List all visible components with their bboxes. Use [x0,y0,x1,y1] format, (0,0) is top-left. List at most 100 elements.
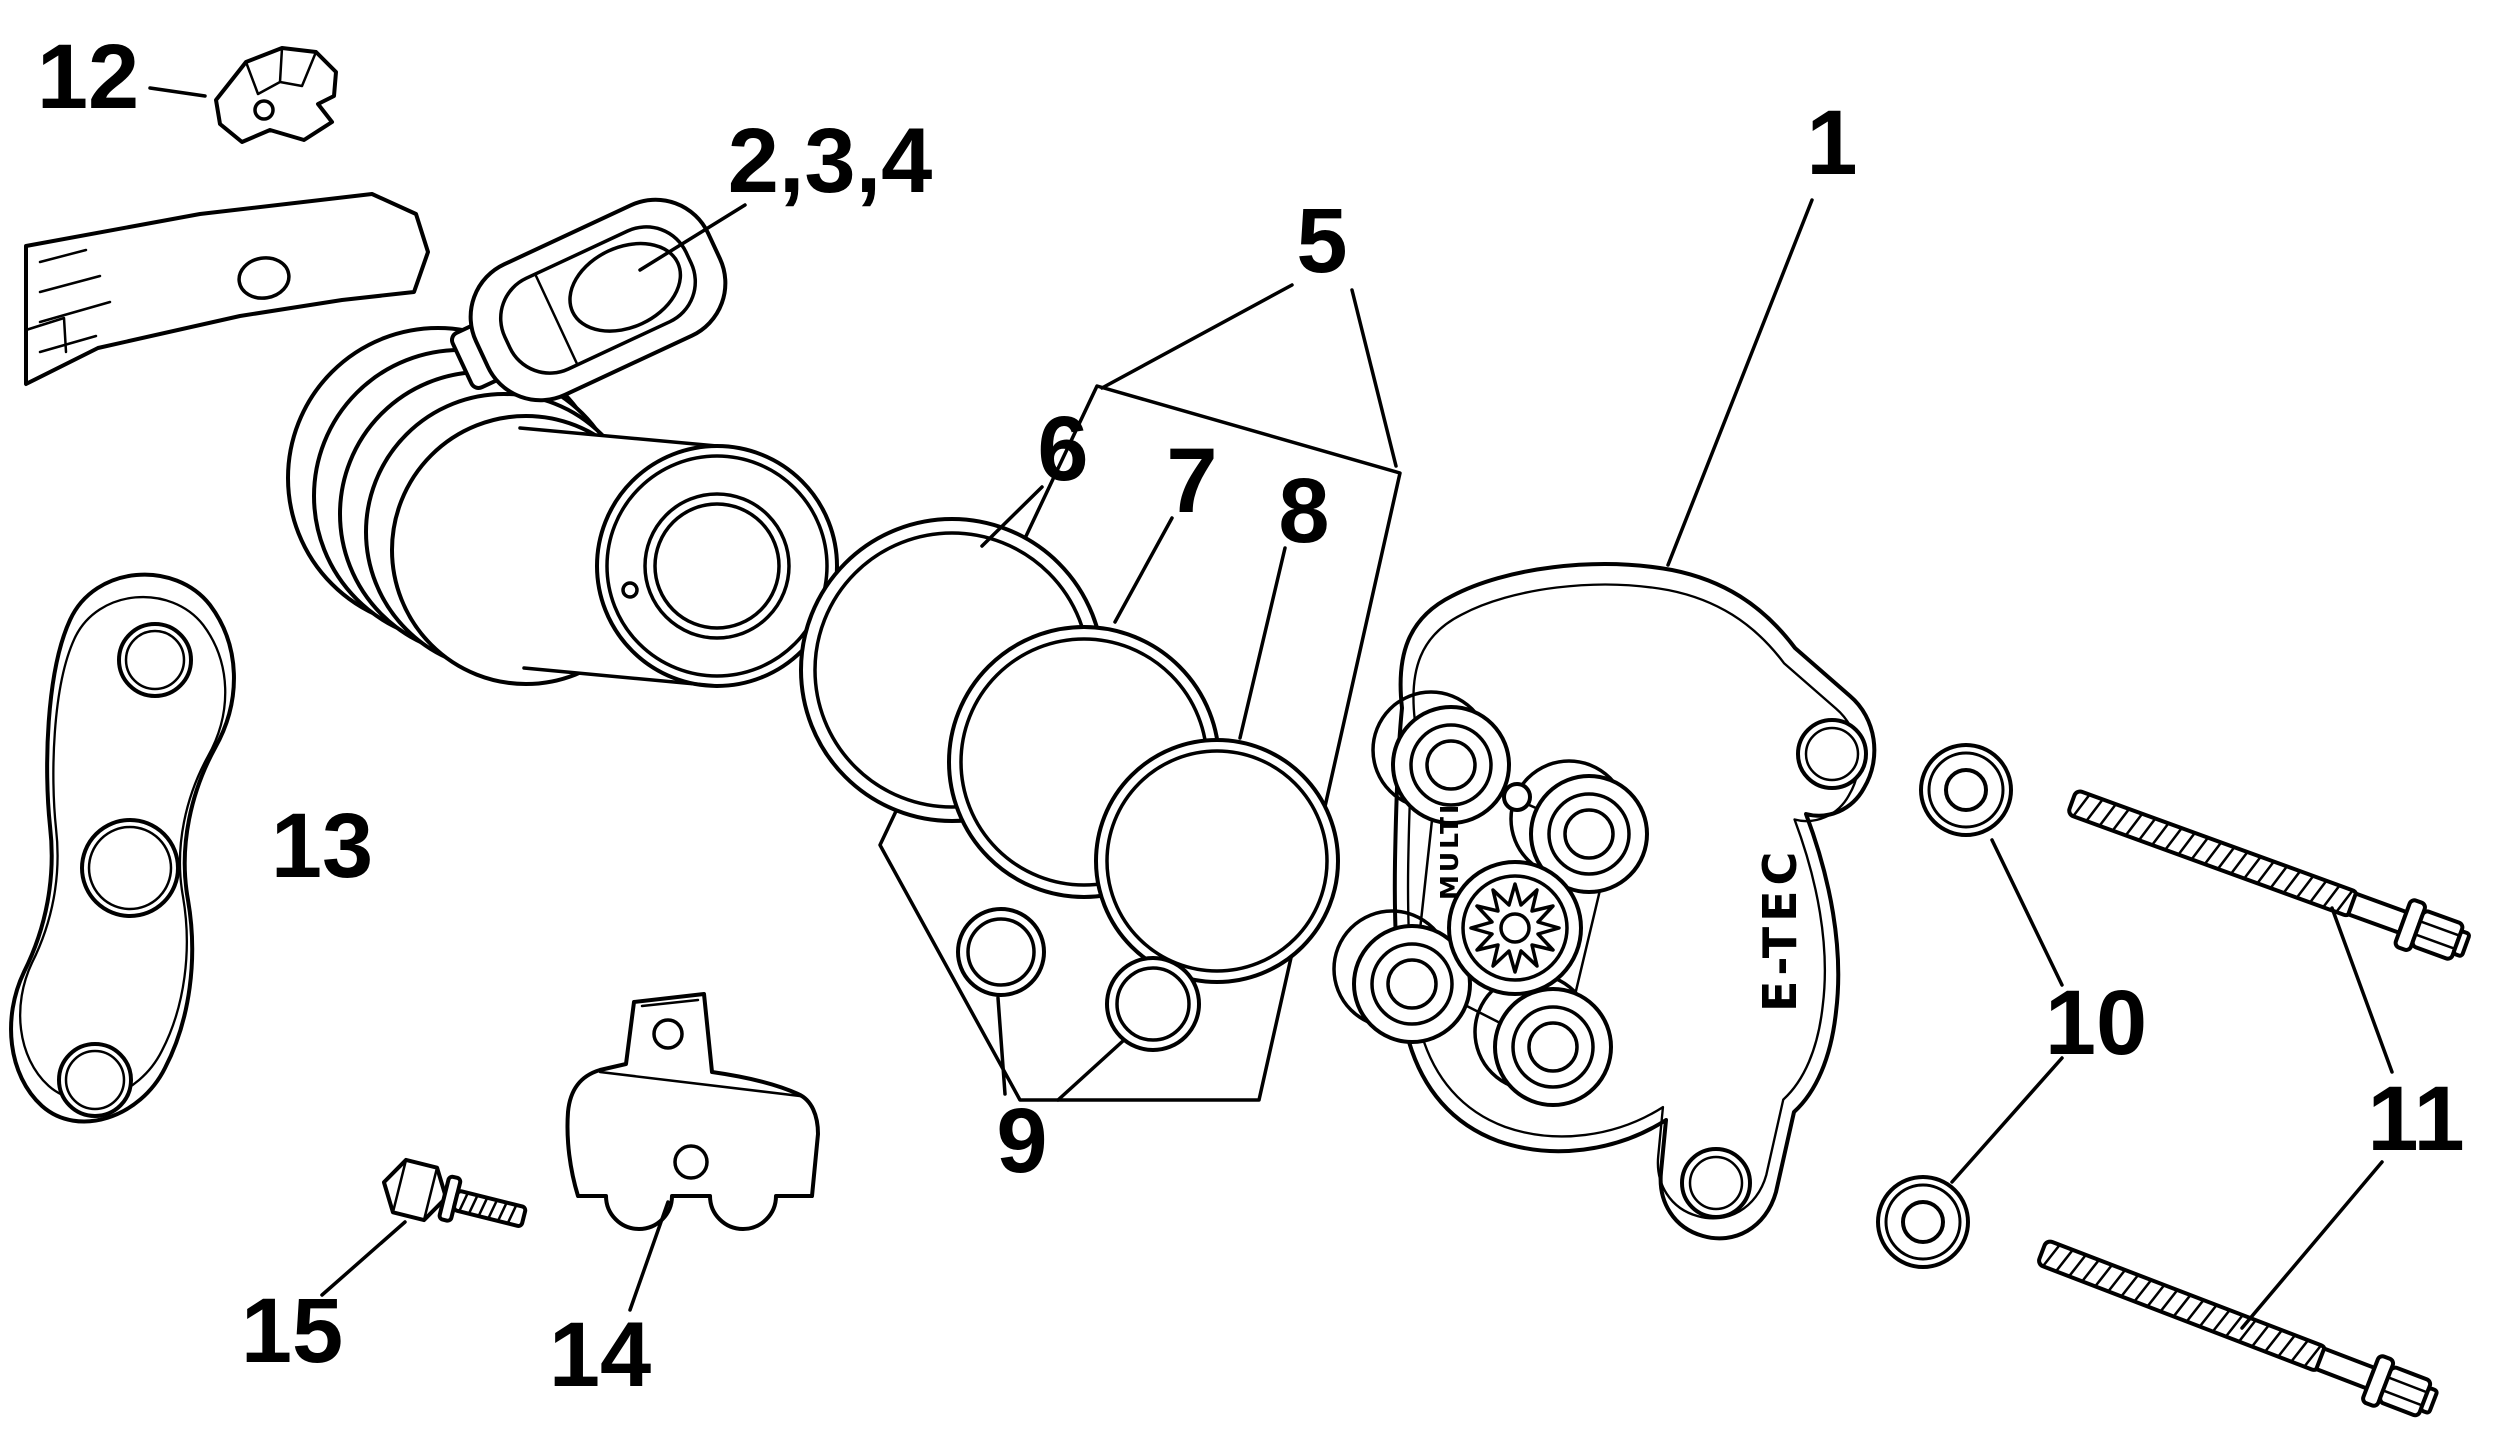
cylinder-face-rim [605,454,829,678]
oring-8-outer [1094,738,1340,984]
callout-1: 1 [1806,92,1857,194]
port-2-bore [1563,808,1615,860]
leader-9a [996,996,1007,1096]
oring-9b-outer [1105,956,1201,1052]
part-retainer-bracket [565,992,820,1231]
bracket-14-tab-hole [652,1018,684,1050]
cover-ear-hole-bottom [1680,1147,1752,1219]
port-3-rim [1370,942,1454,1026]
port-2-rim [1547,792,1631,876]
callout-10: 10 [2045,972,2147,1074]
leader-10b [1950,1056,2064,1184]
callout-14: 14 [549,1304,651,1406]
leader-11a [2330,906,2394,1074]
gasket-hole-center [80,818,180,918]
leader-14 [628,1200,670,1312]
callout-5: 5 [1296,190,1347,292]
oring-8-inner [1105,749,1329,973]
callout-13: 13 [271,795,373,897]
leader-8 [1238,546,1287,740]
part-washers [1876,743,2013,1269]
washer-bottom [1876,1175,1970,1269]
bracket-hole [237,256,291,300]
leader-lines [148,86,2394,1330]
cylinder-top-bottom-lines [518,426,719,688]
cover-small-boss [1502,782,1532,812]
callout-labels: 12 2,3,4 5 6 7 8 9 1 10 11 13 14 15 [37,26,2465,1406]
part-orings-small [956,907,1201,1052]
leader-9b [1056,1038,1126,1102]
leader-7 [1113,516,1174,624]
gasket-hole-bottom [57,1042,133,1118]
oring-9a-inner [966,917,1036,987]
callout-15: 15 [241,1280,343,1382]
face-small-hole [621,581,639,599]
connector-outer [468,197,728,403]
bracket-14-center-hole [673,1144,709,1180]
leader-5b [1350,288,1398,468]
part-injector-cover: E-TEC MULTI [1332,562,1877,1241]
gasket-hole-center-rim [87,825,173,911]
callout-11: 11 [2367,1068,2464,1170]
cylinder-face-inner [643,492,791,640]
leader-10a [1990,838,2064,987]
callout-8: 8 [1278,460,1329,562]
cover-port-4 [1473,972,1613,1107]
bracket-14-outline [565,992,820,1231]
callout-234: 2,3,4 [728,110,933,212]
clip-body [214,46,338,144]
spline-ring [1461,874,1569,982]
screw-head-facets [391,1158,439,1222]
clip-hole [253,99,275,121]
cylinder-face-inner2 [653,502,781,630]
washer-top [1919,743,2013,837]
cover-ear-hole-top-rim [1804,726,1860,782]
cover-side-engraving: MULTI [1435,802,1464,900]
leader-5a [1100,283,1294,390]
clip-detail-lines [244,46,318,96]
oring-9b-inner [1115,966,1191,1042]
cover-ear-hole-bottom-rim [1688,1155,1744,1211]
bolt-top [2061,776,2477,971]
part-gasket [9,572,236,1124]
port-4-bore [1527,1021,1579,1073]
connector-oval [568,241,683,333]
callout-12: 12 [37,26,139,128]
callout-6: 6 [1037,398,1088,500]
gasket-inner-outline [19,595,227,1102]
spline-center-hole [1499,912,1531,944]
gasket-hole-top-rim [124,629,186,691]
gasket-hole-top [117,622,193,698]
cover-ear-hole-top [1796,718,1868,790]
port-4-rim [1511,1005,1595,1089]
cover-brand-engraving: E-TEC [1753,847,1807,1012]
bracket-hatch-lines [24,248,112,354]
bracket-14-bend-lines [598,998,802,1098]
screw-threads [457,1191,518,1225]
leader-15 [320,1220,407,1297]
leader-234 [638,203,747,272]
spline-outer [1447,860,1583,996]
gasket-hole-bottom-rim [64,1049,126,1111]
spline-star [1469,882,1561,974]
part-retainer-clip [214,46,338,144]
injector-bracket [24,192,430,386]
port-3-bore [1386,958,1438,1010]
bolt-bottom [2031,1226,2445,1428]
oring-9a-outer [956,907,1046,997]
part-injector-assembly [24,192,839,688]
leader-1 [1666,198,1814,567]
port-1-bore [1425,739,1477,791]
leader-12 [148,86,207,98]
injector-connector [450,197,728,403]
cover-port-1 [1371,690,1511,825]
part-screw [381,1157,528,1228]
cover-port-2 [1509,759,1649,894]
part-oring-8 [1094,738,1340,984]
leader-6 [980,485,1044,548]
callout-7: 7 [1166,430,1217,532]
connector-inner [498,225,698,375]
cover-port-3 [1332,909,1472,1044]
